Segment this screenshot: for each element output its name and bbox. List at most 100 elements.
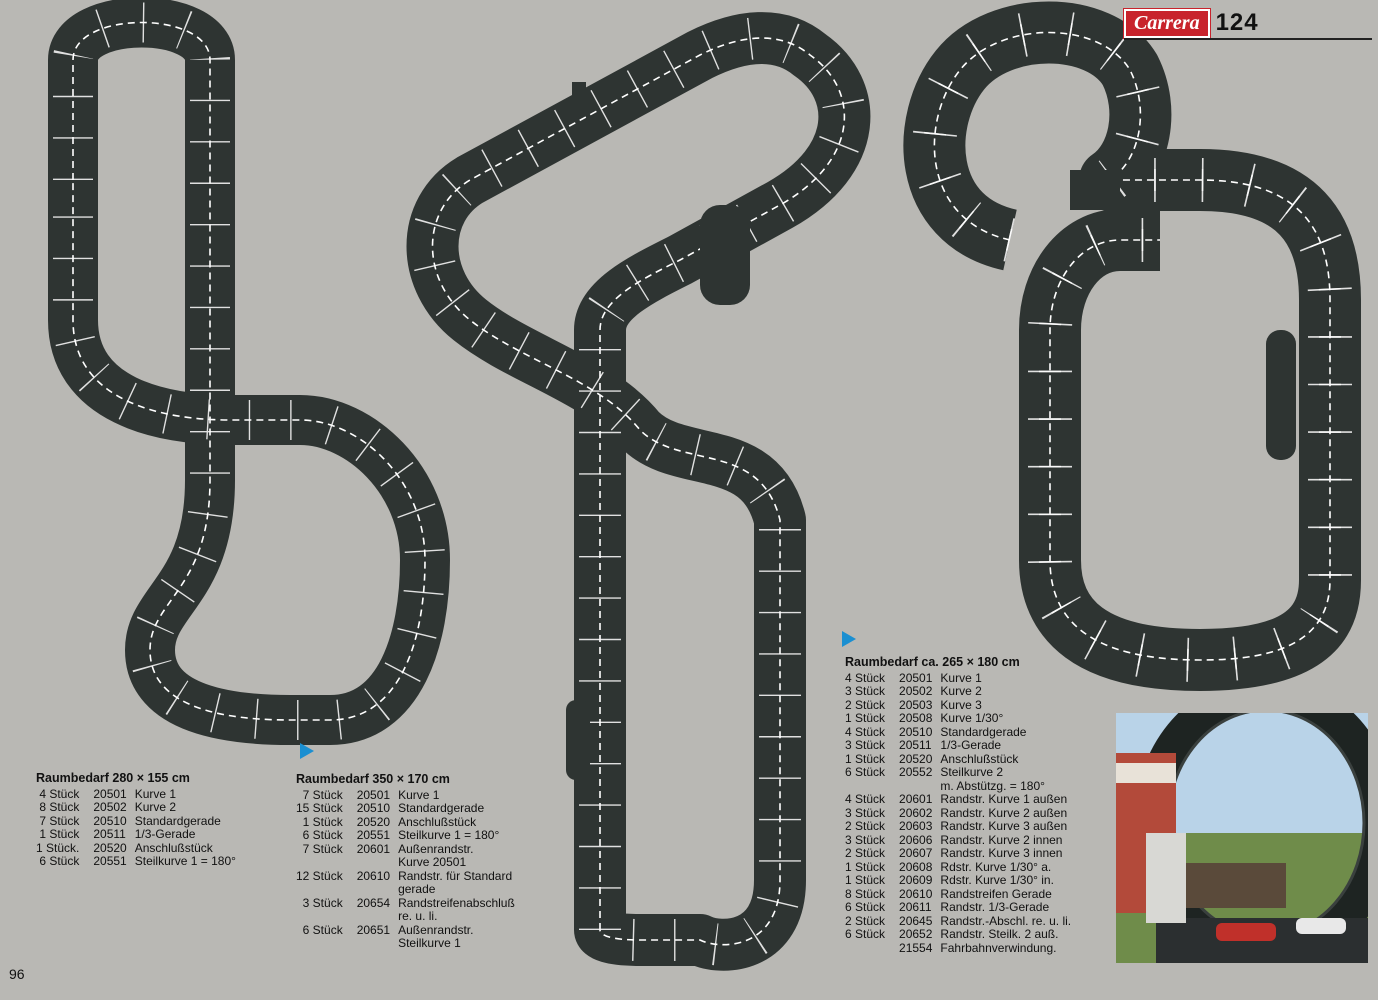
part-name: Steilkurve 1 = 180° bbox=[398, 828, 500, 842]
pointer-arrow-icon bbox=[842, 631, 856, 647]
part-quantity: 1 Stück bbox=[845, 751, 886, 766]
part-number: 20610 bbox=[899, 886, 933, 901]
brand-logo: Carrera 124 bbox=[1123, 7, 1259, 39]
header-rule bbox=[1124, 38, 1372, 40]
brand-scale: 124 bbox=[1215, 9, 1259, 36]
part-name: Außenrandstr. bbox=[398, 841, 474, 856]
space-requirement-heading: Raumbedarf ca. 265 × 180 cm bbox=[845, 655, 1020, 669]
part-quantity: 6 Stück bbox=[39, 854, 80, 868]
part-name: re. u. li. bbox=[398, 909, 438, 923]
part-name: gerade bbox=[398, 882, 436, 896]
pointer-arrow-icon bbox=[300, 743, 314, 759]
part-number: 20651 bbox=[356, 922, 391, 937]
part-quantity: 1 Stück bbox=[845, 859, 886, 874]
part-quantity: 8 Stück bbox=[39, 800, 80, 814]
part-number: 20551 bbox=[356, 828, 391, 842]
part-quantity: 1 Stück. bbox=[36, 840, 80, 855]
part-name: Randstreifenabschluß bbox=[398, 895, 515, 910]
part-name: Randstr. Kurve 2 innen bbox=[940, 832, 1063, 847]
part-name: Randstr. Kurve 3 innen bbox=[940, 846, 1063, 860]
part-name: Steilkurve 2 bbox=[940, 765, 1004, 779]
part-quantity: 1 Stück bbox=[845, 711, 886, 725]
part-number: 20552 bbox=[899, 765, 933, 779]
part-number: 20501 bbox=[899, 670, 933, 685]
part-number bbox=[899, 780, 940, 794]
page-number: 96 bbox=[9, 966, 25, 982]
part-row: Steilkurve 1 bbox=[296, 936, 515, 951]
part-number: 20652 bbox=[899, 927, 933, 941]
part-name: Standardgerade bbox=[940, 724, 1027, 739]
part-name: Außenrandstr. bbox=[398, 922, 474, 937]
part-number: 20602 bbox=[899, 805, 933, 820]
part-row: 6 Stück 20611 Randstr. 1/3-Gerade bbox=[845, 900, 1071, 915]
part-number: 20502 bbox=[899, 684, 933, 698]
part-quantity bbox=[845, 942, 899, 956]
loop-track-photo bbox=[1116, 713, 1368, 963]
part-name: 1/3-Gerade bbox=[134, 827, 196, 841]
part-quantity: 2 Stück bbox=[845, 846, 886, 860]
part-row: 2 Stück 20607 Randstr. Kurve 3 innen bbox=[845, 846, 1071, 861]
part-quantity bbox=[296, 883, 357, 897]
part-name: Kurve 20501 bbox=[398, 855, 467, 869]
part-name: Steilkurve 1 bbox=[398, 936, 461, 950]
space-requirement-heading: Raumbedarf 280 × 155 cm bbox=[36, 771, 190, 785]
part-number: 20608 bbox=[899, 859, 933, 874]
part-name: Randstr. 1/3-Gerade bbox=[940, 900, 1050, 914]
part-number: 20610 bbox=[356, 868, 391, 883]
track-layout-2 bbox=[406, 12, 871, 971]
part-quantity: 6 Stück bbox=[845, 900, 886, 914]
part-quantity: 12 Stück bbox=[296, 868, 343, 883]
part-number: 20511 bbox=[899, 738, 932, 752]
part-name: Anschlußstück bbox=[398, 814, 477, 829]
part-number: 20601 bbox=[356, 841, 391, 856]
part-number: 20611 bbox=[899, 900, 932, 914]
part-name: Anschlußstück bbox=[134, 840, 213, 855]
part-number: 20520 bbox=[899, 751, 933, 766]
part-number bbox=[357, 856, 398, 870]
part-number: 20520 bbox=[356, 814, 391, 829]
part-quantity bbox=[845, 780, 899, 794]
part-quantity bbox=[296, 856, 357, 870]
part-number: 20510 bbox=[356, 801, 391, 815]
part-name: m. Abstützg. = 180° bbox=[940, 778, 1045, 793]
part-quantity: 4 Stück bbox=[39, 786, 80, 801]
part-row: m. Abstützg. = 180° bbox=[845, 778, 1071, 794]
part-quantity: 2 Stück bbox=[845, 697, 886, 712]
part-quantity: 7 Stück bbox=[39, 813, 80, 828]
part-quantity bbox=[296, 937, 357, 951]
part-name: Randstreifen Gerade bbox=[940, 886, 1052, 901]
part-row: 6 Stück 20552 Steilkurve 2 bbox=[845, 765, 1071, 780]
part-number bbox=[357, 910, 398, 924]
part-quantity: 1 Stück bbox=[845, 873, 886, 887]
part-quantity: 2 Stück bbox=[845, 819, 886, 833]
part-quantity: 3 Stück bbox=[845, 738, 886, 752]
part-quantity: 6 Stück bbox=[845, 765, 886, 779]
part-quantity: 1 Stück bbox=[39, 827, 80, 841]
part-name: Standardgerade bbox=[134, 813, 221, 828]
part-number bbox=[357, 937, 398, 951]
part-number: 20607 bbox=[899, 846, 933, 860]
part-name: Randstr. für Standard bbox=[398, 868, 513, 883]
track-layout-3 bbox=[903, 1, 1361, 691]
